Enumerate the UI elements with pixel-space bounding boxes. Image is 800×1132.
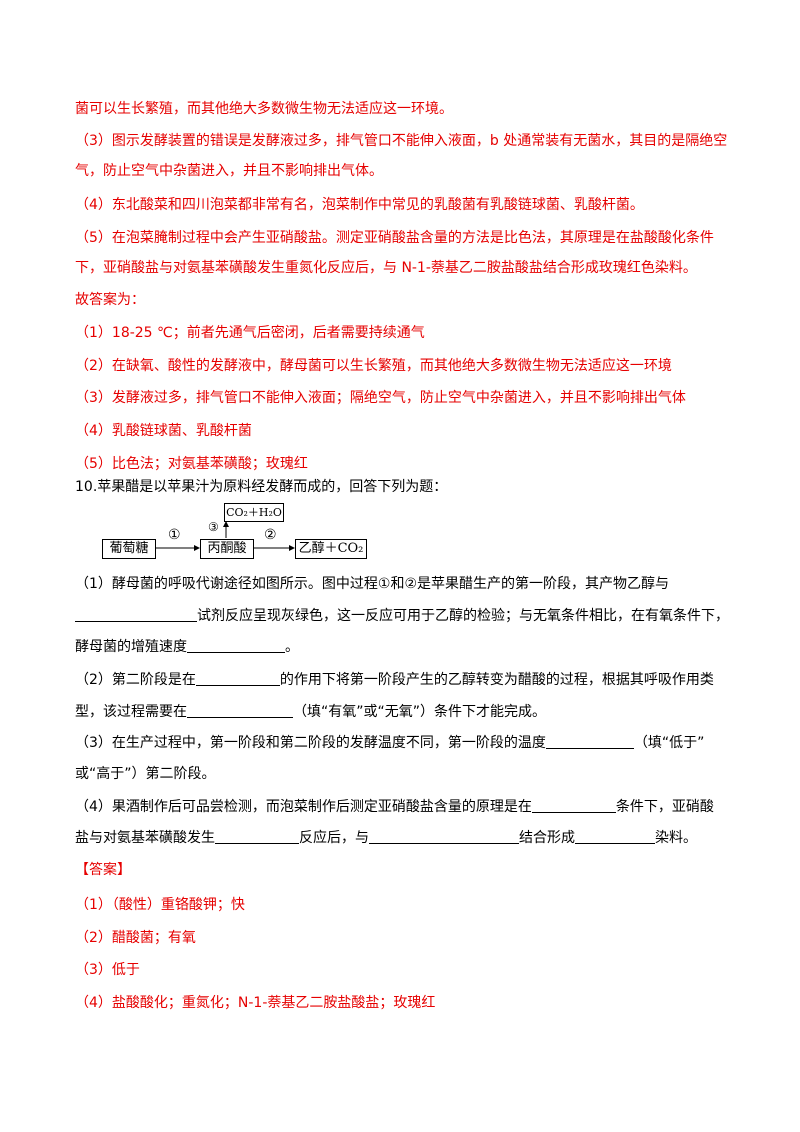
q1-line-a: （1）酵母菌的呼吸代谢途径如图所示。图中过程①和②是苹果醋生产的第一阶段，其产物… — [75, 576, 670, 592]
q4-line-a: （4）果酒制作后可品尝检测，而泡菜制作后测定亚硝酸盐含量的原理是在条件下，亚硝酸 — [75, 798, 714, 815]
q2-line-a: （2）第二阶段是在的作用下将第一阶段产生的乙醇转变为醋酸的过程，根据其呼吸作用类 — [75, 671, 714, 688]
glucose-box: 葡萄糖 — [102, 539, 156, 559]
answer-text-line: （4）东北酸菜和四川泡菜都非常有名，泡菜制作中常见的乳酸菌有乳酸链球菌、乳酸杆菌… — [75, 197, 644, 213]
q4-blank-1[interactable] — [531, 798, 616, 813]
respiration-diagram: CO₂＋H₂O 葡萄糖 丙酮酸 乙醇＋CO₂ ① ② ③ — [100, 503, 400, 561]
ethanol-co2-box: 乙醇＋CO₂ — [295, 539, 367, 559]
answer-text-line: 菌可以生长繁殖，而其他绝大多数微生物无法适应这一环境。 — [75, 101, 453, 117]
answer-text-line: （5）比色法；对氨基苯磺酸；玫瑰红 — [75, 456, 308, 472]
answer-text-line: （3）发酵液过多，排气管口不能伸入液面；隔绝空气，防止空气中杂菌进入，并且不影响… — [75, 390, 686, 406]
q1-line-b: 试剂反应呈现灰绿色，这一反应可用于乙醇的检验；与无氧条件相比，在有氧条件下， — [75, 606, 735, 626]
q1-blank-1[interactable] — [75, 607, 197, 622]
step-3-label: ③ — [208, 520, 219, 534]
answer-item: （2）醋酸菌；有氧 — [75, 930, 196, 946]
q2-blank-1[interactable] — [195, 671, 280, 686]
co2-h2o-box: CO₂＋H₂O — [224, 503, 284, 522]
answer-text-line: （1）18-25 ℃；前者先通气后密闭，后者需要持续通气 — [75, 325, 425, 341]
q1-line-c: 酵母菌的增殖速度。 — [75, 638, 299, 655]
answer-text-line: （5）在泡菜腌制过程中会产生亚硝酸盐。测定亚硝酸盐含量的方法是比色法，其原理是在… — [75, 230, 714, 246]
q2-line-b: 型，该过程需要在（填“有氧”或“无氧”）条件下才能完成。 — [75, 703, 547, 720]
question-title: 10.苹果醋是以苹果汁为原料经发酵而成的，回答下列为题： — [75, 479, 448, 495]
answer-heading: 故答案为： — [75, 292, 145, 308]
diagram-arrows — [155, 521, 295, 551]
answer-text-line: 气，防止空气中杂菌进入，并且不影响排出气体。 — [75, 163, 383, 179]
answer-text-line: （4）乳酸链球菌、乳酸杆菌 — [75, 423, 252, 439]
answer-text-line: （2）在缺氧、酸性的发酵液中，酵母菌可以生长繁殖，而其他绝大多数微生物无法适应这… — [75, 358, 672, 374]
q4-blank-4[interactable] — [575, 829, 655, 844]
q3-line-a: （3）在生产过程中，第一阶段和第二阶段的发酵温度不同，第一阶段的温度（填“低于” — [75, 734, 705, 751]
q4-blank-2[interactable] — [215, 829, 299, 844]
answer-tag: 【答案】 — [75, 862, 131, 878]
q4-line-b: 盐与对氨基苯磺酸发生反应后，与结合形成染料。 — [75, 829, 697, 846]
answer-item: （1）（酸性）重铬酸钾；快 — [75, 897, 245, 913]
q3-line-b: 或“高于”）第二阶段。 — [75, 766, 216, 782]
q3-blank-1[interactable] — [545, 734, 634, 749]
q1-blank-2[interactable] — [187, 638, 285, 653]
step-2-label: ② — [264, 527, 277, 543]
answer-item: （3）低于 — [75, 962, 140, 978]
q4-blank-3[interactable] — [369, 829, 519, 844]
step-1-label: ① — [168, 527, 181, 543]
q2-blank-2[interactable] — [187, 703, 293, 718]
answer-item: （4）盐酸酸化；重氮化；N-1-萘基乙二胺盐酸盐；玫瑰红 — [75, 995, 436, 1011]
pyruvate-box: 丙酮酸 — [200, 539, 254, 559]
answer-text-line: （3）图示发酵装置的错误是发酵液过多，排气管口不能伸入液面，b 处通常装有无菌水… — [75, 133, 728, 149]
answer-text-line: 下，亚硝酸盐与对氨基苯磺酸发生重氮化反应后，与 N-1-萘基乙二胺盐酸盐结合形成… — [75, 260, 697, 276]
